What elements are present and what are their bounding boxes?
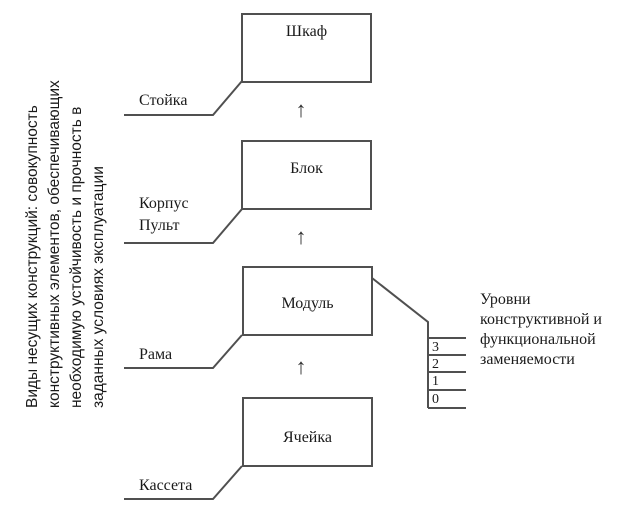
side-label-pult: Пульт <box>139 217 180 234</box>
side-label-rama: Рама <box>139 346 173 363</box>
up-arrow-icon: ↑ <box>295 354 307 379</box>
legend-line: конструктивной и <box>480 311 602 328</box>
side-label-stoyka: Стойка <box>139 92 188 109</box>
caption-line: Виды несущих конструкций: совокупность <box>24 105 41 408</box>
levels-legend: Уровни конструктивной и функциональной з… <box>480 290 602 370</box>
level-2: 2 <box>432 357 439 372</box>
caption-line: заданных условиях эксплуатации <box>90 166 107 408</box>
box-modul: Модуль <box>242 266 373 336</box>
level-3: 3 <box>432 340 439 355</box>
box-label: Ячейка <box>282 429 332 446</box>
caption-line: необходимую устойчивость и прочность в <box>68 106 85 408</box>
legend-line: функциональной <box>480 331 596 348</box>
up-arrow-icon: ↑ <box>295 97 307 122</box>
level-0: 0 <box>432 392 439 407</box>
box-yacheyka: Ячейка <box>242 397 373 467</box>
box-label: Шкаф <box>285 23 328 40</box>
box-shkaf: Шкаф <box>241 13 372 83</box>
up-arrow-icon: ↑ <box>295 224 307 249</box>
legend-line: Уровни <box>480 291 531 308</box>
level-1: 1 <box>432 374 439 389</box>
box-label: Модуль <box>281 295 334 312</box>
box-blok: Блок <box>241 140 372 210</box>
stoyka-leader-line <box>124 80 243 116</box>
rotated-caption: Виды несущих конструкций: совокупность к… <box>22 38 110 408</box>
rama-leader-line <box>124 334 243 369</box>
caption-line: конструктивных элементов, обеспечивающих <box>46 80 63 408</box>
module-to-levels-line <box>371 277 429 408</box>
legend-line: заменяемости <box>480 351 575 368</box>
korpus-leader-line <box>124 208 243 244</box>
kasseta-leader-line <box>124 465 243 500</box>
box-label: Блок <box>290 160 323 177</box>
side-label-kasseta: Кассета <box>139 477 193 494</box>
side-label-korpus: Корпус <box>139 195 189 212</box>
